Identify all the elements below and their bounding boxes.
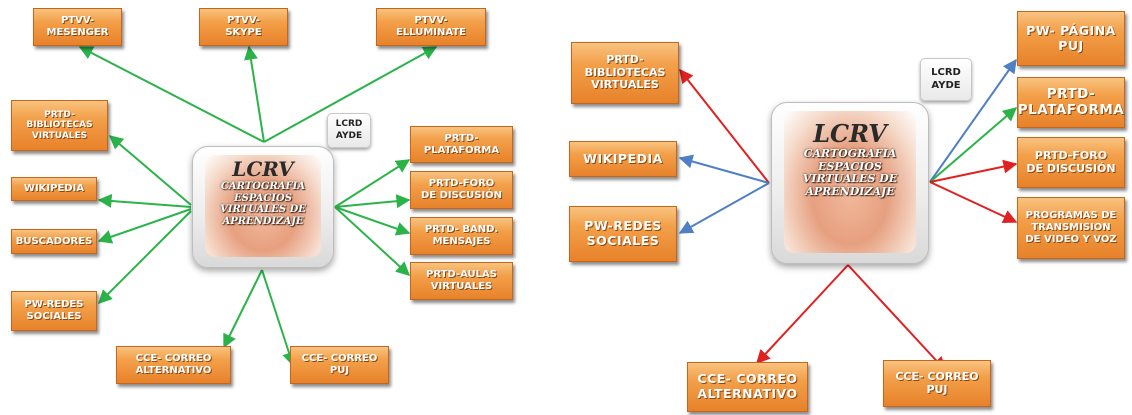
node-r-prtd-foro-discusion: PRTD-FORO DE DISCUSIÓN — [1017, 137, 1125, 188]
edge-r-to-pagina — [929, 58, 1017, 183]
node-wikipedia: WIKIPEDIA — [11, 177, 97, 201]
node-r-cce-correo-alternativo: CCE- CORREO ALTERNATIVO — [687, 362, 808, 412]
node-r-wikipedia: WIKIPEDIA — [569, 141, 677, 177]
left-tag-lcrd-ayde: LCRD AYDE — [327, 113, 371, 148]
right-center-title: LCRV — [813, 119, 887, 148]
right-center-image: LCRV CARTOGRAFIA ESPACIOS VIRTUALES DE A… — [784, 111, 916, 253]
node-ptvv-elluminate: PTVV- ELLUMINATE — [376, 8, 486, 46]
edge-to-correo-alt — [223, 269, 263, 349]
edge-to-buscadores — [97, 208, 192, 244]
node-prtd-bibliotecas-virtuales: PRTD- BIBLIOTECAS VIRTUALES — [11, 100, 108, 151]
edge-r-to-correo-puj — [847, 264, 946, 372]
left-center-subtitle: CARTOGRAFIA ESPACIOS VIRTUALES DE APREND… — [220, 181, 306, 227]
edge-r-to-redes — [678, 182, 770, 234]
edge-to-elluminate — [263, 46, 438, 143]
node-ptvv-skype: PTVV- SKYPE — [199, 8, 288, 46]
edge-to-bibliotecas — [108, 135, 192, 206]
edge-to-band — [334, 206, 411, 236]
node-prtd-plataforma: PRTD- PLATAFORMA — [410, 126, 513, 163]
edge-r-to-plataforma — [929, 107, 1018, 183]
edge-to-wikipedia — [97, 193, 192, 208]
node-prtd-foro-discusion: PRTD-FORO DE DISCUSIÓN — [410, 171, 513, 209]
node-r-prtd-plataforma: PRTD- PLATAFORMA — [1017, 77, 1125, 128]
node-ptvv-messenger: PTVV- MESENGER — [33, 8, 122, 46]
node-cce-correo-puj: CCE- CORREO PUJ — [290, 346, 389, 384]
node-prtd-aulas-virtuales: PRTD-AULAS VIRTUALES — [410, 262, 513, 300]
edge-to-plataforma — [334, 159, 411, 208]
edge-r-to-bibliotecas — [679, 68, 770, 184]
edge-to-aulas — [334, 206, 411, 276]
node-r-pw-pagina-puj: PW- PÁGINA PUJ — [1017, 11, 1125, 66]
right-tag-lcrd-ayde: LCRD AYDE — [920, 58, 972, 101]
edge-r-to-foro — [929, 159, 1018, 183]
node-r-pw-redes-sociales: PW-REDES SOCIALES — [569, 206, 677, 262]
edge-to-messenger — [78, 46, 265, 143]
node-r-programas-transmision: PROGRAMAS DE TRANSMISION DE VIDEO Y VOZ — [1017, 197, 1125, 259]
left-center-title: LCRV — [232, 157, 294, 181]
left-center-image: LCRV CARTOGRAFIA ESPACIOS VIRTUALES DE A… — [205, 155, 321, 257]
edge-r-to-programas — [929, 181, 1018, 224]
node-pw-redes-sociales: PW-REDES SOCIALES — [11, 291, 97, 331]
edge-r-to-correo-alt — [756, 264, 849, 365]
node-cce-correo-alternativo: CCE- CORREO ALTERNATIVO — [116, 346, 231, 384]
edge-r-to-wikipedia — [678, 154, 770, 184]
left-center-hub: LCRV CARTOGRAFIA ESPACIOS VIRTUALES DE A… — [192, 146, 334, 268]
edge-to-foro — [334, 194, 411, 209]
edge-to-skype — [244, 45, 265, 143]
edge-to-correo-puj — [261, 269, 296, 367]
right-center-hub: LCRV CARTOGRAFIA ESPACIOS VIRTUALES DE A… — [771, 102, 929, 264]
node-r-prtd-bibliotecas-virtuales: PRTD- BIBLIOTECAS VIRTUALES — [571, 42, 679, 104]
node-prtd-band-mensajes: PRTD- BAND. MENSAJES — [410, 217, 513, 255]
node-r-cce-correo-puj: CCE- CORREO PUJ — [883, 360, 991, 407]
edge-to-redes — [98, 210, 192, 304]
right-center-subtitle: CARTOGRAFIA ESPACIOS VIRTUALES DE APREND… — [802, 147, 898, 198]
node-buscadores: BUSCADORES — [11, 229, 97, 254]
